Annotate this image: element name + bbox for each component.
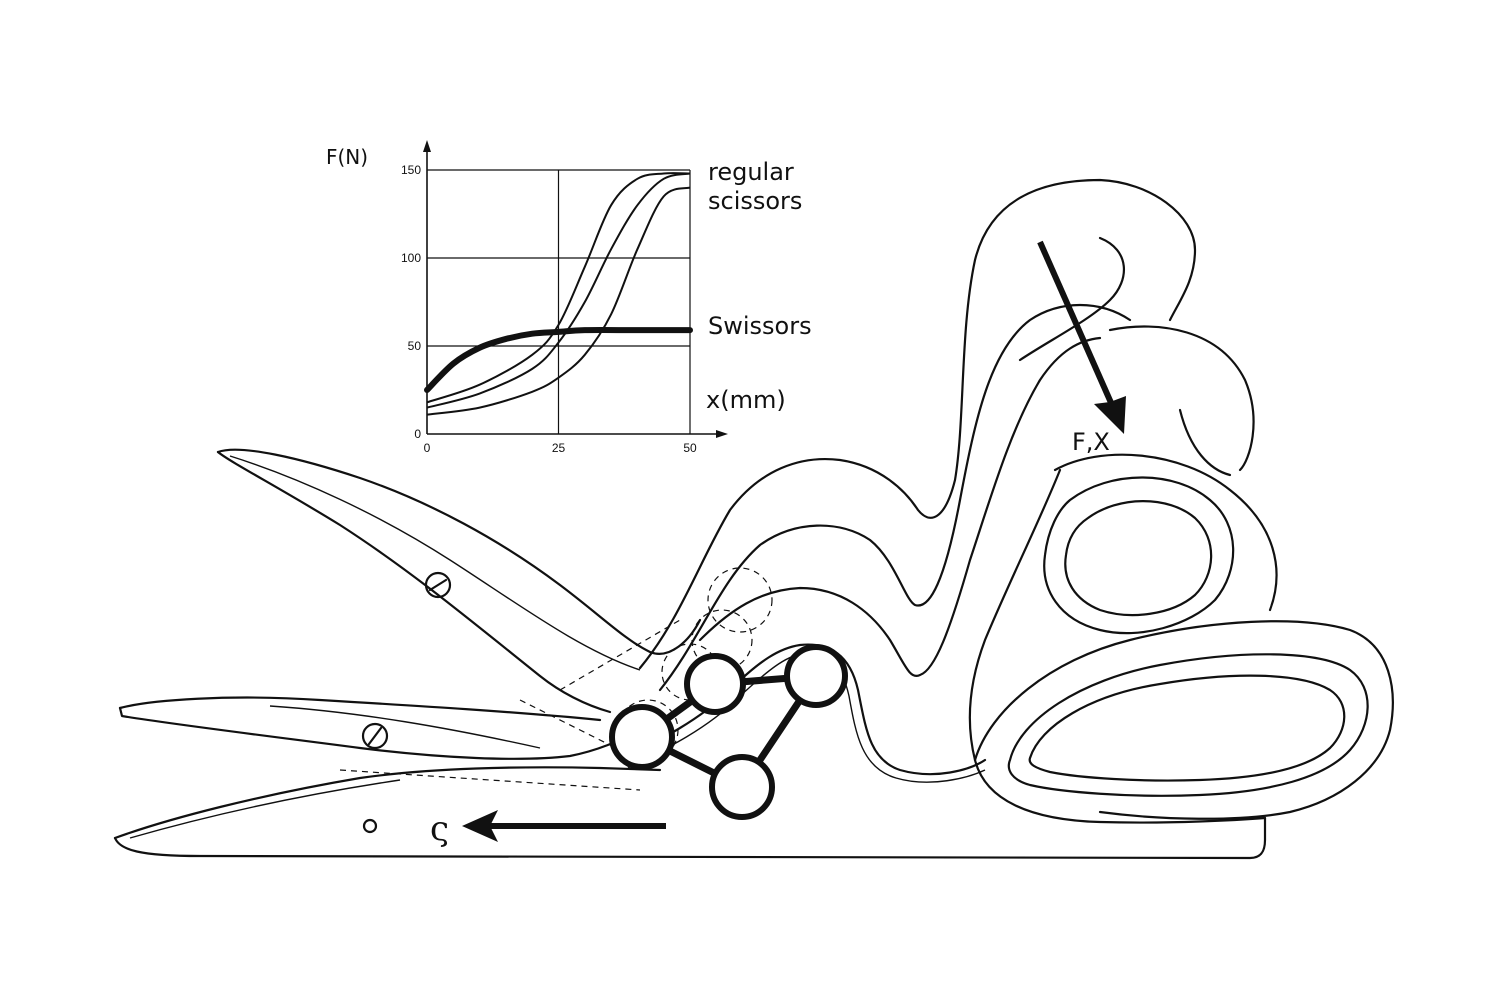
force-displacement-chart: 0 50 100 150 0 25 50 F(N) x(mm) regular scisso… <box>326 140 812 455</box>
swissors-series-label: Swissors <box>708 312 812 340</box>
lower-blade <box>113 816 1267 860</box>
lower-blade-ridge <box>129 779 401 839</box>
handle-back-curve <box>1108 325 1255 472</box>
middle-blade-ridge <box>269 705 541 749</box>
slide-arrow-head-icon <box>462 810 498 842</box>
upper-blade-screw-slot <box>428 578 448 592</box>
upper-open-blade-ridge <box>229 455 641 671</box>
lower-blade-pivot-icon <box>362 818 378 834</box>
middle-blade-screw-slot <box>367 726 383 746</box>
handle-top-curl <box>1018 236 1125 362</box>
lower-finger-loop-ring-outer <box>1007 653 1369 797</box>
slide-label: ς <box>430 809 449 849</box>
force-arrow-head-icon <box>1094 396 1126 434</box>
dashed-joint-ghost-1 <box>707 567 773 633</box>
lower-finger-loop-ring-inner <box>1028 674 1346 782</box>
chart-series <box>424 172 693 416</box>
regular-scissors-label-line1: regular <box>708 158 794 186</box>
y-tick-label-100: 100 <box>401 251 421 265</box>
y-tick-label-0: 0 <box>414 427 421 441</box>
linkage-joint-4 <box>709 754 775 820</box>
handle-inner-outline <box>698 336 1102 678</box>
middle-blade-screw-icon <box>361 722 389 750</box>
swissors-series-line <box>424 327 693 393</box>
handle-outer-outline <box>638 178 1197 670</box>
lower-finger-loop-outer <box>973 620 1394 820</box>
x-tick-label-50: 50 <box>683 441 697 455</box>
x-tick-label-0: 0 <box>424 441 431 455</box>
y-axis-arrow-icon <box>423 140 431 152</box>
dashed-guide-1 <box>339 769 641 791</box>
handle-middle-outline <box>658 304 1132 692</box>
dashed-guide-3 <box>559 619 681 691</box>
regular-scissors-series-line-3 <box>426 186 691 416</box>
upper-finger-loop-ring-outer <box>1043 476 1235 635</box>
upper-open-blade-lower-edge <box>216 450 612 714</box>
y-tick-label-150: 150 <box>401 163 421 177</box>
regular-scissors-series-line-1 <box>426 172 691 404</box>
linkage-joint-3 <box>784 644 848 708</box>
upper-open-blade <box>216 448 702 655</box>
x-axis-arrow-icon <box>716 430 728 438</box>
handle-back-curve-inner <box>1178 408 1232 477</box>
y-axis-label: F(N) <box>326 145 368 169</box>
upper-finger-loop-ring-inner <box>1064 500 1213 617</box>
regular-scissors-label-line2: scissors <box>708 187 802 215</box>
middle-blade <box>118 706 632 760</box>
regular-scissors-series-line-2 <box>426 172 691 409</box>
force-arrow-shaft <box>1037 240 1115 407</box>
linkage-joint-1 <box>609 704 675 770</box>
scissors-illustration: ς F,X <box>113 178 1394 860</box>
lower-blade-top <box>113 766 662 840</box>
chart-ticks: 0 50 100 150 0 25 50 <box>401 163 697 455</box>
upper-blade-screw-icon <box>424 571 452 599</box>
x-axis-label: x(mm) <box>706 386 786 414</box>
x-tick-label-25: 25 <box>552 441 566 455</box>
linkage-joint-2 <box>684 653 746 715</box>
force-label: F,X <box>1072 428 1110 456</box>
y-tick-label-50: 50 <box>408 339 422 353</box>
middle-blade-top <box>118 696 602 722</box>
upper-finger-loop-outer <box>1053 453 1278 612</box>
chart-grid <box>427 169 691 434</box>
handle-front-edge <box>968 468 1267 824</box>
